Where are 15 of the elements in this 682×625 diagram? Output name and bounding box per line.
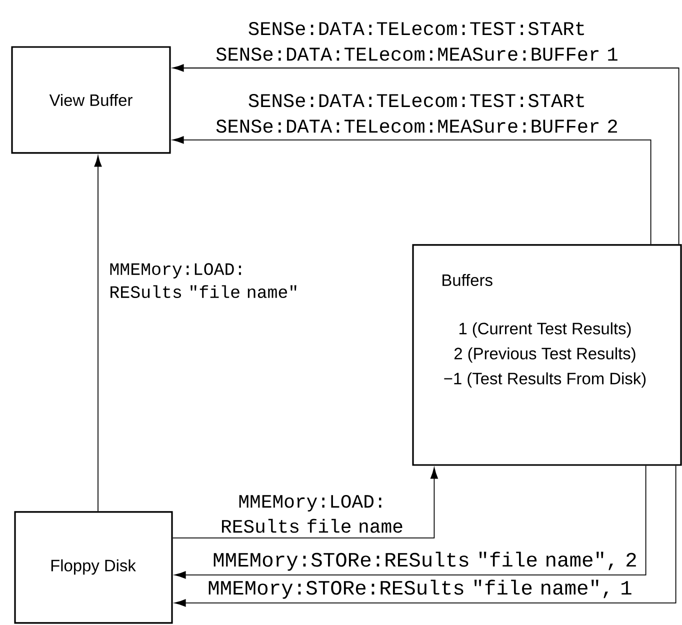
edge-label: MMEMory:LOAD: RESults "file name" — [110, 263, 296, 298]
edge-label: SENSe:DATA:TELecom:TEST:STARt SENSe:DATA:TELecom:MEASure:BUFFer 1 — [216, 22, 618, 61]
arrow — [172, 468, 438, 538]
process-box: Buffers 1 (Current Test Results) 2 (Previous Test Results) −1 (Test Results From Disk) — [412, 244, 682, 466]
edge-label: SENSe:DATA:TELecom:TEST:STARt SENSe:DATA:TELecom:MEASure:BUFFer 2 — [216, 94, 617, 133]
arrow — [172, 64, 680, 245]
arrow — [94, 156, 102, 512]
edge-label: MMEMory:STORe:RESults "file name", 1 — [208, 580, 632, 599]
edge-label: MMEMory:STORe:RESults "file name", 2 — [214, 552, 636, 571]
arrow — [174, 465, 646, 579]
arrow — [174, 465, 676, 607]
process-box: View Buffer — [11, 46, 171, 154]
process-box: Floppy Disk — [14, 511, 173, 624]
arrow — [172, 136, 652, 245]
edge-label: MMEMory:LOAD: RESults file name — [222, 494, 402, 533]
